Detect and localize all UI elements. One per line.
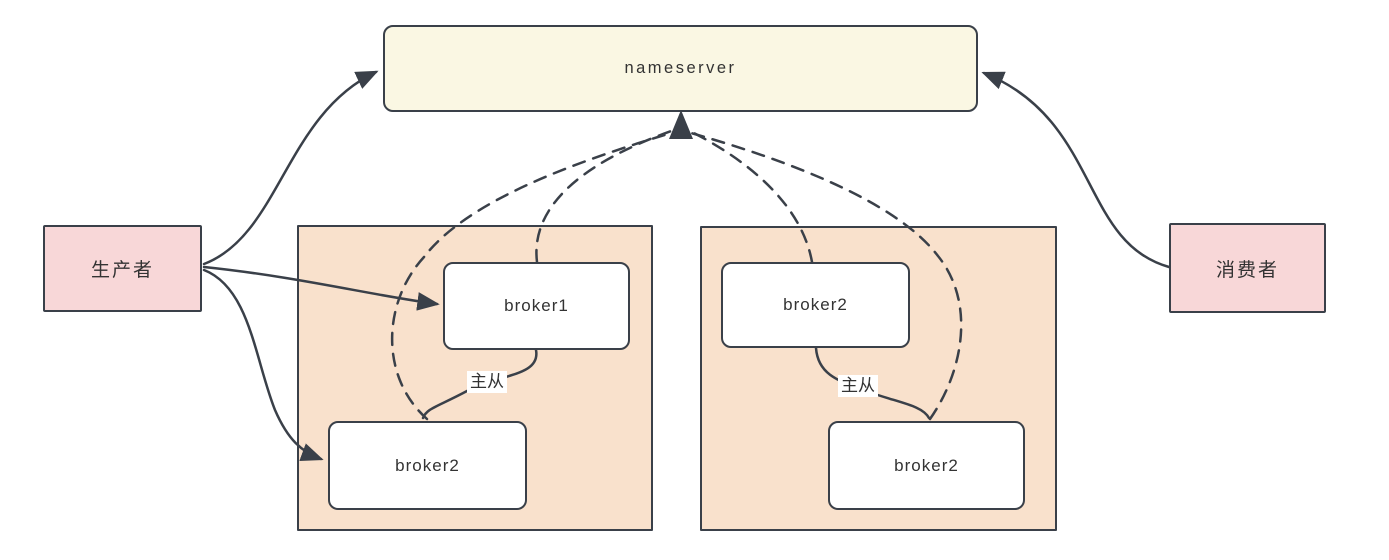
broker2-right-bottom-node: broker2 <box>828 421 1025 510</box>
broker1-left-node: broker1 <box>443 262 630 350</box>
edge-broker2-left-to-nameserver-dashed <box>390 131 673 421</box>
consumer-node: 消费者 <box>1169 223 1326 313</box>
edge-consumer-to-nameserver <box>981 71 1171 269</box>
broker2-left-label: broker2 <box>395 455 460 475</box>
broker2-right-bottom-label: broker2 <box>894 455 959 475</box>
nameserver-register-arrowhead-icon <box>669 110 693 139</box>
edge-broker2-right-top-to-nameserver-dashed <box>686 128 814 264</box>
broker1-left-label: broker1 <box>504 296 569 315</box>
edge-producer-to-broker1 <box>202 265 440 311</box>
edge-producer-to-nameserver <box>202 70 379 266</box>
producer-node: 生产者 <box>43 225 202 312</box>
edge-producer-to-broker2 <box>202 268 324 461</box>
consumer-label: 消费者 <box>1215 259 1279 281</box>
edge-broker1-left-to-nameserver-dashed <box>535 128 676 264</box>
master-slave-label-left: 主从 <box>467 371 507 394</box>
edge-broker2-right-bottom-to-nameserver-dashed <box>689 131 963 421</box>
nameserver-label: nameserver <box>624 59 737 77</box>
broker2-right-top-label: broker2 <box>783 295 848 314</box>
nameserver-node: nameserver <box>383 25 978 112</box>
producer-label: 生产者 <box>90 260 154 281</box>
broker2-right-top-node: broker2 <box>721 262 910 348</box>
broker2-left-node: broker2 <box>328 421 527 510</box>
master-slave-label-right: 主从 <box>838 375 878 398</box>
